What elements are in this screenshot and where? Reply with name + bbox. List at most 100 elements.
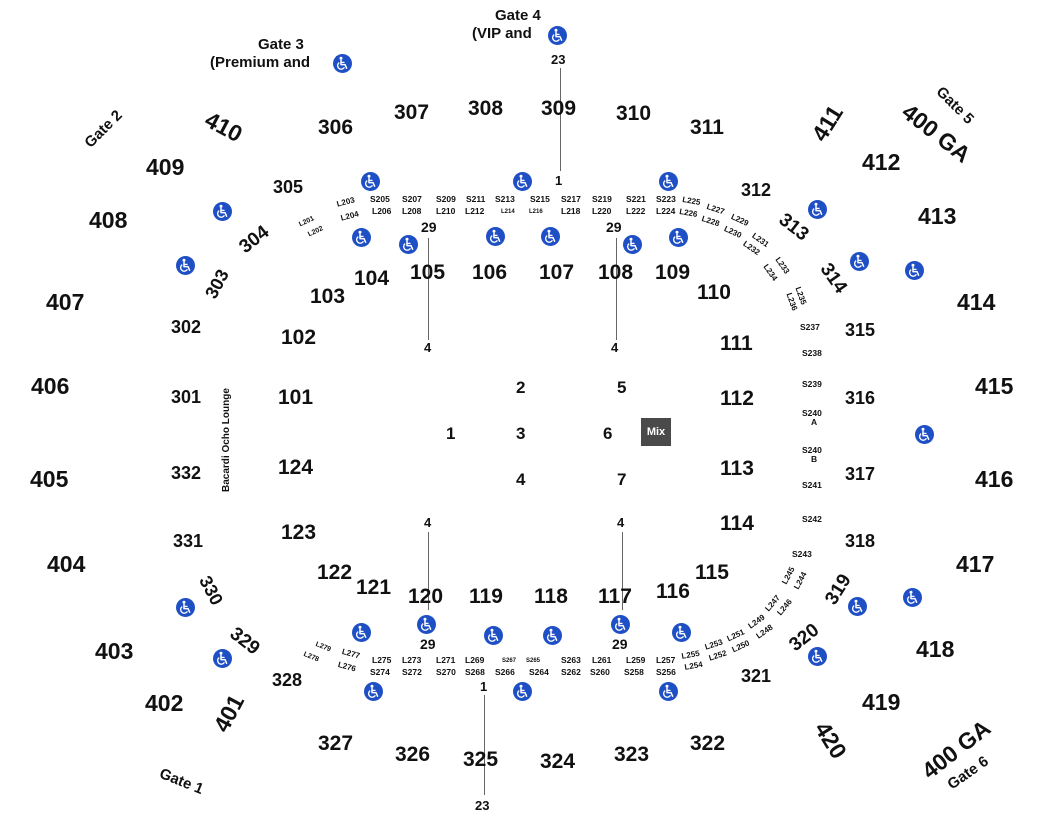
- suite-label[interactable]: S238: [802, 348, 822, 358]
- loge-label[interactable]: L252: [707, 648, 728, 663]
- section-419[interactable]: 419: [862, 689, 901, 715]
- section-115[interactable]: 115: [695, 561, 729, 584]
- section-109[interactable]: 109: [655, 261, 691, 284]
- suite-label[interactable]: S260: [590, 667, 610, 677]
- suite-label[interactable]: S258: [624, 667, 644, 677]
- section-305[interactable]: 305: [273, 177, 304, 197]
- section-323[interactable]: 323: [614, 743, 650, 766]
- suite-label[interactable]: S217: [561, 194, 581, 204]
- section-106[interactable]: 106: [472, 261, 508, 284]
- floor-section-1[interactable]: 1: [446, 424, 456, 443]
- loge-label[interactable]: L204: [339, 209, 360, 223]
- section-401[interactable]: 401: [208, 690, 250, 737]
- loge-label[interactable]: L222: [626, 206, 646, 216]
- suite-label[interactable]: A: [811, 417, 818, 427]
- suite-label[interactable]: S209: [436, 194, 456, 204]
- loge-label[interactable]: L261: [592, 655, 612, 665]
- suite-label[interactable]: S274: [370, 667, 390, 677]
- section-107[interactable]: 107: [539, 261, 575, 284]
- loge-label[interactable]: L216: [529, 209, 543, 215]
- suite-label[interactable]: S268: [465, 667, 485, 677]
- section-118[interactable]: 118: [534, 585, 568, 608]
- section-110[interactable]: 110: [697, 281, 731, 304]
- section-317[interactable]: 317: [845, 464, 876, 484]
- floor-section-2[interactable]: 2: [516, 378, 526, 397]
- section-324[interactable]: 324: [540, 750, 576, 773]
- suite-label[interactable]: S266: [495, 667, 515, 677]
- loge-label[interactable]: L224: [656, 206, 676, 216]
- floor-section-3[interactable]: 3: [516, 424, 526, 443]
- section-316[interactable]: 316: [845, 388, 876, 408]
- loge-label[interactable]: L269: [465, 655, 485, 665]
- loge-label[interactable]: L206: [372, 206, 392, 216]
- section-307[interactable]: 307: [394, 101, 430, 124]
- section-416[interactable]: 416: [975, 466, 1014, 492]
- section-322[interactable]: 322: [690, 732, 726, 755]
- loge-label[interactable]: L214: [501, 209, 515, 215]
- section-418[interactable]: 418: [916, 636, 955, 662]
- section-415[interactable]: 415: [975, 373, 1014, 399]
- loge-label[interactable]: L276: [336, 660, 357, 674]
- section-113[interactable]: 113: [720, 457, 754, 480]
- section-328[interactable]: 328: [272, 670, 303, 690]
- loge-label[interactable]: L275: [372, 655, 392, 665]
- loge-label[interactable]: L202: [307, 225, 325, 239]
- section-117[interactable]: 117: [598, 585, 632, 608]
- loge-label[interactable]: L277: [340, 647, 361, 661]
- suite-label[interactable]: S239: [802, 379, 822, 389]
- suite-label[interactable]: S211: [466, 194, 486, 204]
- section-321[interactable]: 321: [741, 666, 772, 686]
- section-310[interactable]: 310: [616, 102, 652, 125]
- loge-label[interactable]: L234: [761, 262, 780, 283]
- section-411[interactable]: 411: [806, 100, 849, 146]
- loge-label[interactable]: L212: [465, 206, 485, 216]
- loge-label[interactable]: L201: [298, 215, 316, 229]
- suite-label[interactable]: S240: [802, 445, 822, 455]
- section-311[interactable]: 311: [690, 116, 724, 139]
- loge-label[interactable]: L226: [678, 207, 699, 220]
- suite-label[interactable]: S215: [530, 194, 550, 204]
- suite-label[interactable]: S237: [800, 322, 820, 332]
- section-114[interactable]: 114: [720, 512, 754, 535]
- loge-label[interactable]: L244: [792, 570, 809, 591]
- loge-label[interactable]: L255: [680, 648, 701, 661]
- section-111[interactable]: 111: [720, 332, 753, 355]
- section-104[interactable]: 104: [354, 267, 390, 290]
- section-313[interactable]: 313: [774, 209, 813, 246]
- loge-label[interactable]: L271: [436, 655, 456, 665]
- section-122[interactable]: 122: [317, 561, 353, 584]
- loge-label[interactable]: L230: [722, 224, 743, 240]
- section-331[interactable]: 331: [173, 531, 204, 551]
- suite-label[interactable]: S272: [402, 667, 422, 677]
- suite-label[interactable]: S243: [792, 549, 812, 559]
- section-121[interactable]: 121: [356, 576, 392, 599]
- section-417[interactable]: 417: [956, 551, 995, 577]
- section-318[interactable]: 318: [845, 531, 876, 551]
- section-414[interactable]: 414: [957, 289, 996, 315]
- section-409[interactable]: 409: [146, 154, 185, 180]
- suite-label[interactable]: S267: [502, 658, 517, 664]
- section-402[interactable]: 402: [145, 690, 184, 716]
- section-420[interactable]: 420: [809, 716, 853, 764]
- floor-section-4[interactable]: 4: [516, 470, 526, 489]
- section-108[interactable]: 108: [598, 261, 634, 284]
- loge-label[interactable]: L208: [402, 206, 422, 216]
- suite-label[interactable]: S223: [656, 194, 676, 204]
- loge-label[interactable]: L259: [626, 655, 646, 665]
- section-408[interactable]: 408: [89, 207, 128, 233]
- loge-label[interactable]: L257: [656, 655, 676, 665]
- suite-label[interactable]: S207: [402, 194, 422, 204]
- suite-label[interactable]: S242: [802, 514, 822, 524]
- loge-label[interactable]: L229: [729, 212, 750, 228]
- floor-section-6[interactable]: 6: [603, 424, 613, 443]
- section-326[interactable]: 326: [395, 743, 431, 766]
- section-102[interactable]: 102: [281, 326, 317, 349]
- section-105[interactable]: 105: [410, 261, 446, 284]
- suite-label[interactable]: B: [811, 454, 818, 464]
- section-124[interactable]: 124: [278, 456, 314, 479]
- section-112[interactable]: 112: [720, 387, 754, 410]
- suite-label[interactable]: S221: [626, 194, 646, 204]
- loge-label[interactable]: L273: [402, 655, 422, 665]
- section-101[interactable]: 101: [278, 386, 314, 409]
- section-406[interactable]: 406: [31, 373, 70, 399]
